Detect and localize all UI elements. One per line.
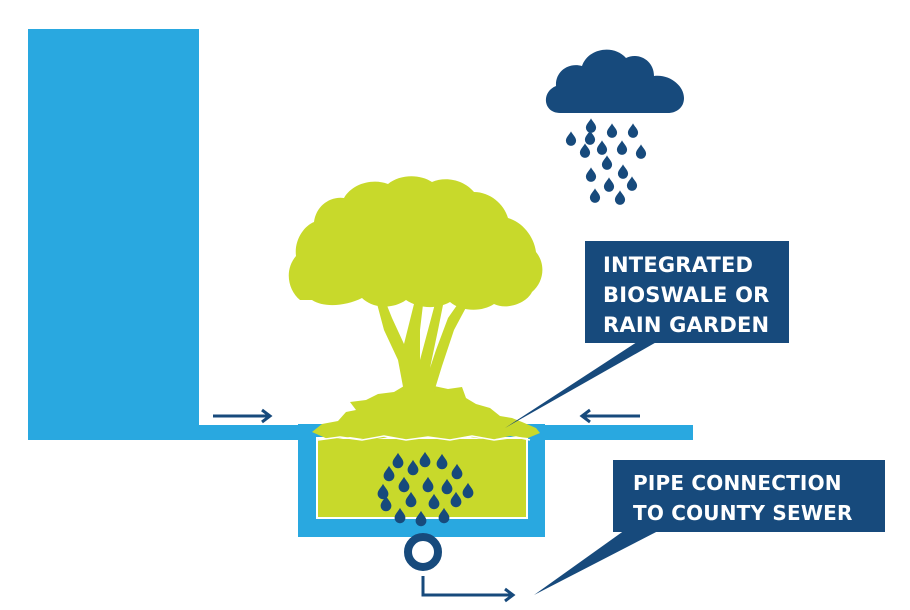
callout-bioswale-line-1: INTEGRATED [603,253,753,277]
rain-cloud-icon [545,49,684,113]
raindrop-icon [428,493,440,510]
raindrop-icon [589,188,601,203]
raindrop-icon [392,452,404,469]
raindrop-icon [584,130,596,145]
raindrop-icon [419,451,431,468]
raindrop-icon [601,155,613,170]
raindrop-icon [603,177,615,192]
raindrop-icon [627,123,639,138]
outflow-arrow-icon [421,576,516,603]
callout-bioswale: INTEGRATED BIOSWALE OR RAIN GARDEN [505,241,789,428]
bioswale-basin [298,424,545,537]
arrow-left-icon [579,408,640,424]
raindrop-icon [407,459,419,476]
callout-bioswale-line-2: BIOSWALE OR [603,283,770,307]
raindrop-icon [405,491,417,508]
raindrop-icon [380,495,392,512]
raindrop-icon [441,478,453,495]
raindrop-icon [585,167,597,182]
raindrop-icon [617,164,629,179]
raindrop-icon [635,144,647,159]
shrub-mound [312,386,540,440]
raindrop-icon [415,510,427,527]
raindrop-icon [438,507,450,524]
callout-pipe-line-1: PIPE CONNECTION [633,471,842,495]
cloud-rain-drops [565,118,647,205]
raindrop-icon [606,123,618,138]
raindrop-icon [394,507,406,524]
raindrop-icon [377,483,389,500]
raindrop-icon [626,176,638,191]
pipe-icon [404,533,442,571]
callout-pipe: PIPE CONNECTION TO COUNTY SEWER [534,460,885,595]
raindrop-icon [462,482,474,499]
raindrop-icon [596,140,608,155]
raindrop-icon [383,465,395,482]
tree-icon [288,176,543,392]
callout-pipe-line-2: TO COUNTY SEWER [633,501,853,525]
raindrop-icon [585,118,597,133]
raindrop-icon [565,131,577,146]
raindrop-icon [436,453,448,470]
raindrop-icon [579,143,591,158]
raindrop-icon [422,476,434,493]
raindrop-icon [616,140,628,155]
raindrop-icon [450,491,462,508]
arrow-right-icon [213,408,273,424]
basin-rain-drops [377,451,474,527]
raindrop-icon [451,463,463,480]
mound-edge [317,435,531,441]
raindrop-icon [614,190,626,205]
raindrop-icon [398,476,410,493]
callout-bioswale-line-3: RAIN GARDEN [603,313,769,337]
building-icon [28,29,693,440]
